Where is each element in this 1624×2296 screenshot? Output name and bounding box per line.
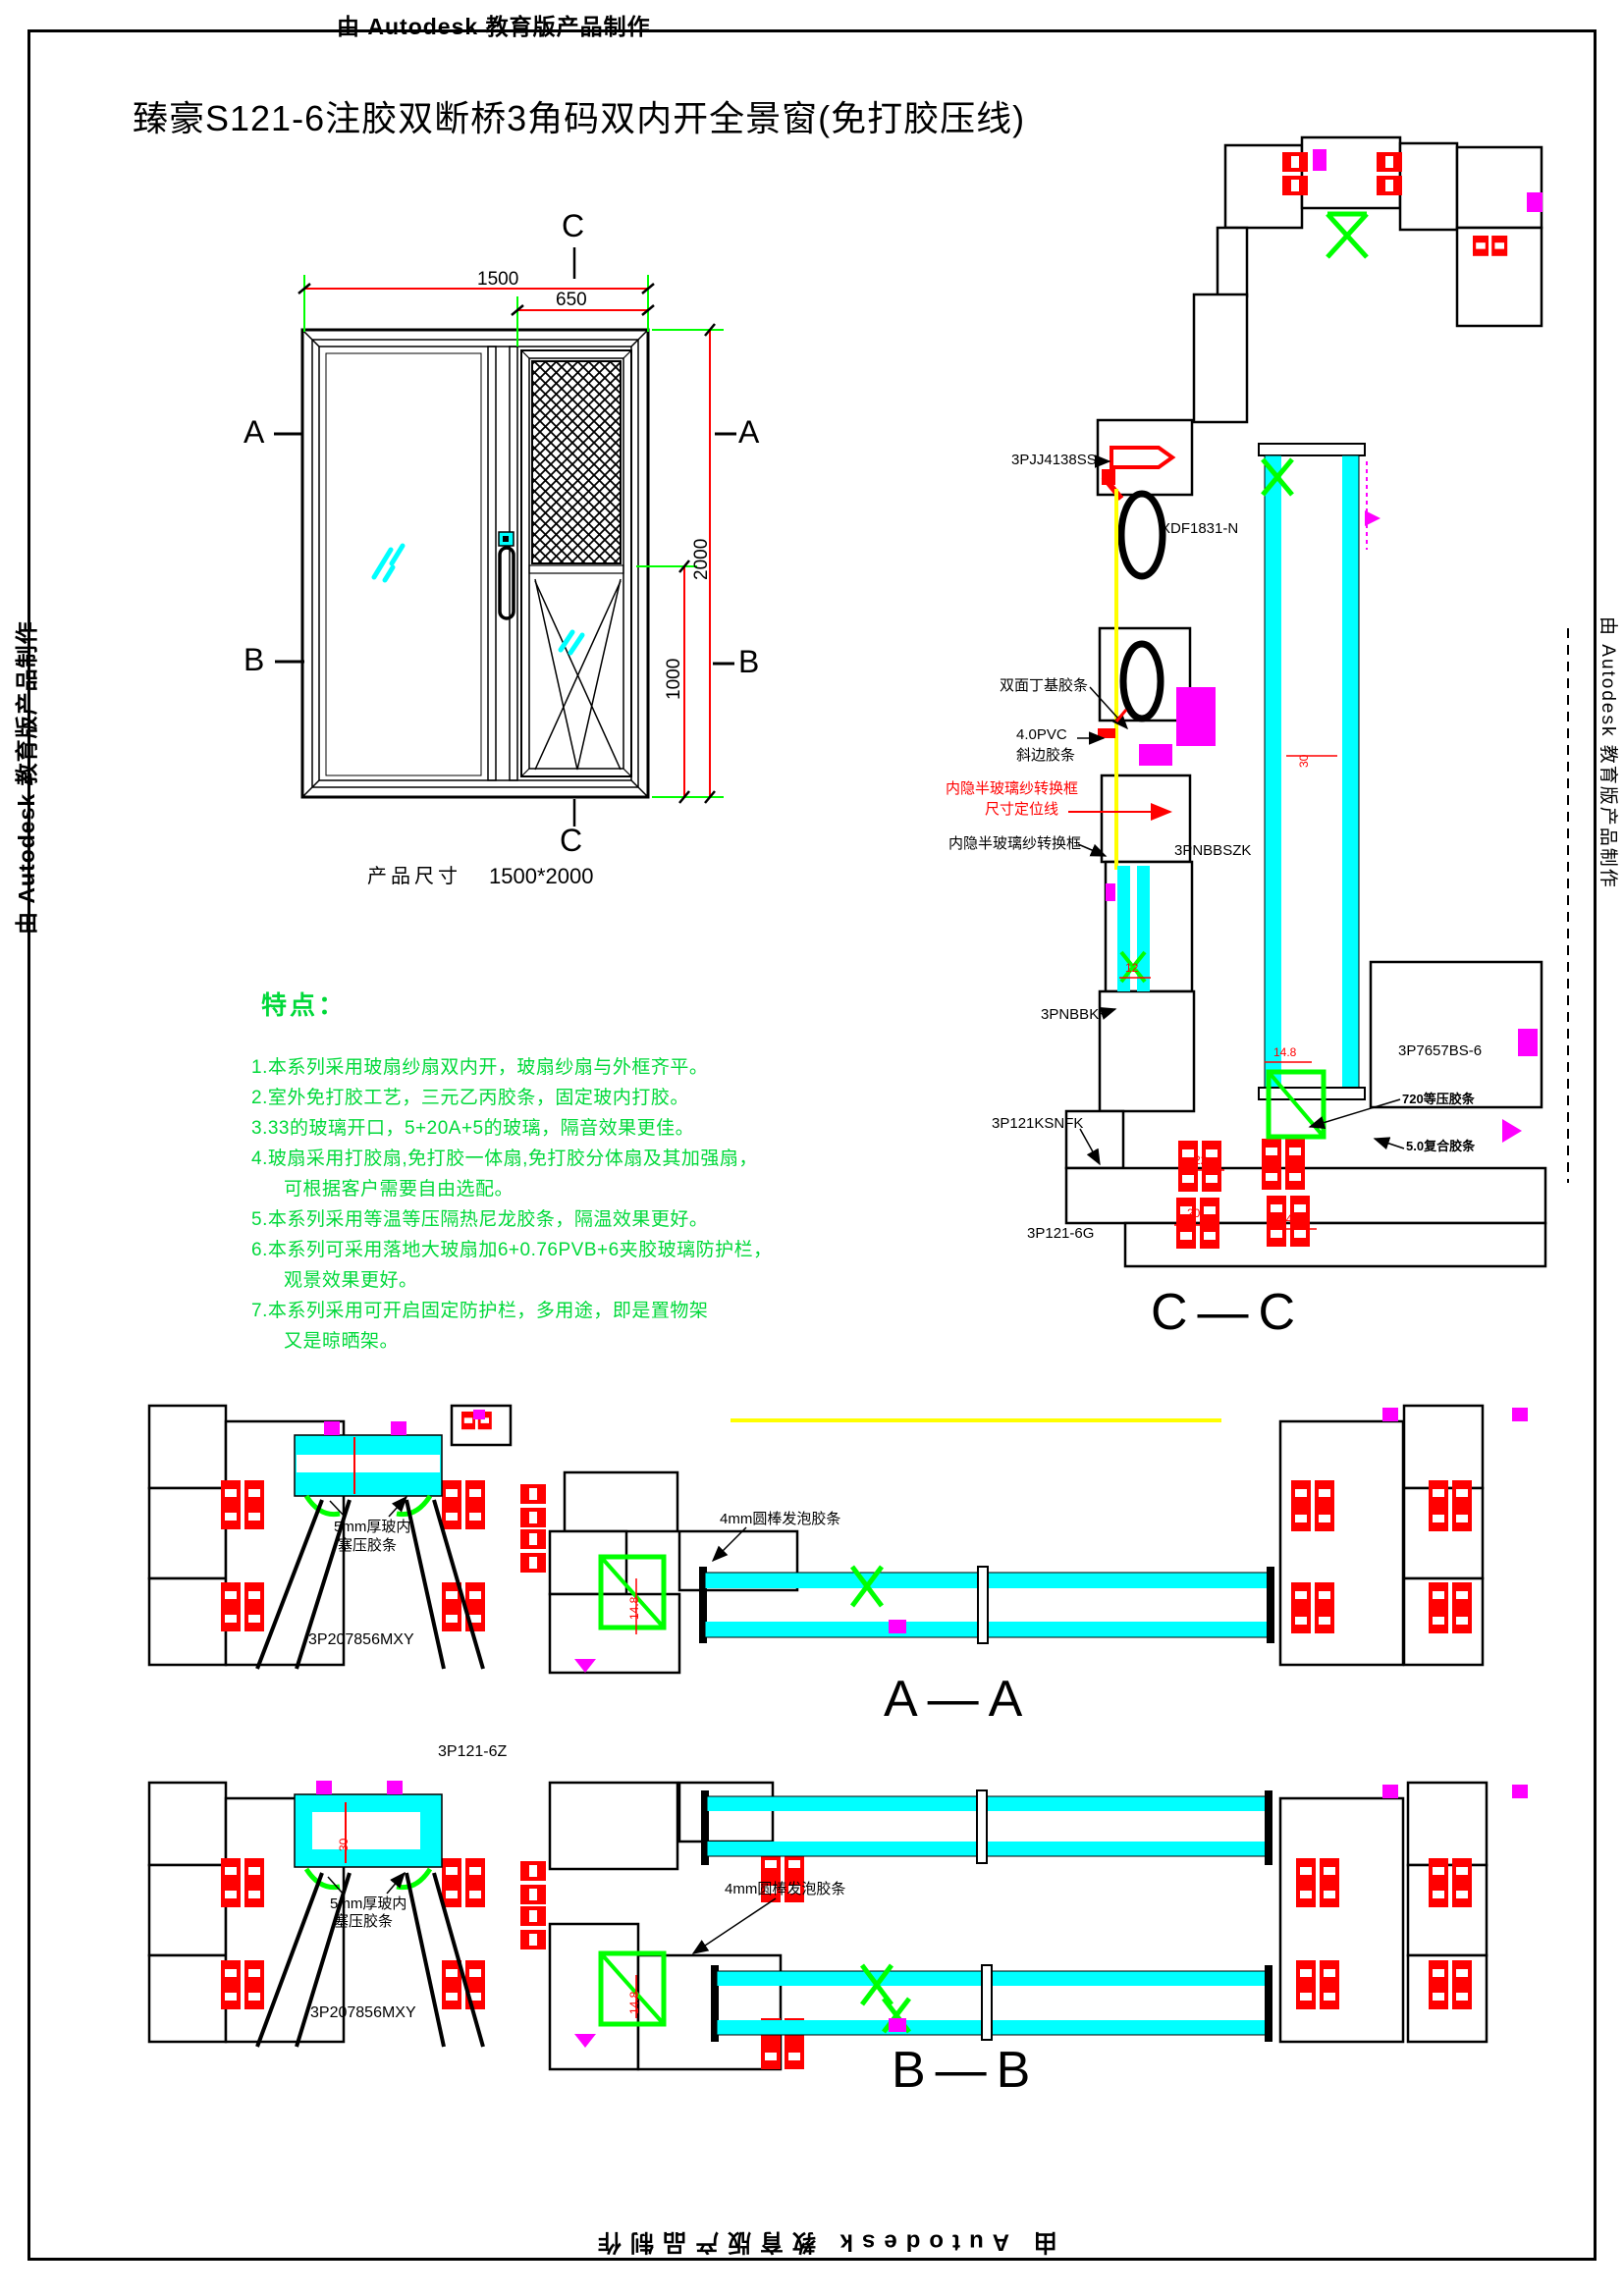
section-marker-a-right: A: [738, 414, 760, 450]
feature-line: 又是晾晒架。: [284, 1331, 400, 1352]
label-aa-glazing-line2: 塞压胶条: [338, 1537, 398, 1554]
feature-line: 5.本系列采用等温等压隔热尼龙胶条，隔温效果更好。: [251, 1209, 709, 1230]
watermark-right: 由 Autodesk 教育版产品制作: [1597, 616, 1618, 889]
dim-cc-12: 12: [1125, 961, 1139, 975]
dim-aa-148: 14.8: [627, 1596, 641, 1620]
label-50-strip: 5.0复合胶条: [1406, 1139, 1476, 1153]
window-handle: [498, 531, 515, 620]
section-marker-a-left: A: [244, 414, 265, 450]
dim-cc-148b: 14.8: [1279, 1212, 1303, 1226]
label-pvc-line1: 4.0PVC: [1016, 726, 1067, 743]
product-size-value: 1500*2000: [489, 864, 594, 888]
feature-line: 4.玻扇采用打胶扇,免打胶一体扇,免打胶分体扇及其加强扇，: [251, 1148, 758, 1169]
watermark-top: 由 Autodesk 教育版产品制作: [337, 14, 651, 39]
features-heading: 特点：: [261, 990, 348, 1020]
igu-glass-vertical: [1258, 443, 1380, 1100]
part-label-3pnbbszk: 3PNBBSZK: [1174, 842, 1252, 859]
feature-line: 1.本系列采用玻扇纱扇双内开，玻扇纱扇与外框齐平。: [251, 1057, 709, 1078]
label-pvc-line2: 斜边胶条: [1016, 747, 1076, 764]
part-label-3p7657bs6: 3P7657BS-6: [1398, 1042, 1483, 1059]
dim-sash-width: 650: [556, 290, 587, 310]
features-list: 1.本系列采用玻扇纱扇双内开，玻扇纱扇与外框齐平。 2.室外免打胶工艺，三元乙丙…: [251, 1052, 773, 1357]
section-aa-title: A—A: [884, 1671, 1033, 1728]
screen-mesh-panel: [531, 360, 622, 564]
product-size-label: 产品尺寸: [367, 866, 461, 887]
label-bb-foam-rod: 4mm圆棒发泡胶条: [725, 1881, 846, 1897]
label-aa-glazing-line1: 5mm厚玻内: [334, 1519, 411, 1535]
watermark-left: 由 Autodesk 教育版产品制作: [14, 620, 39, 934]
dim-total-height: 2000: [691, 538, 712, 580]
feature-line: 6.本系列可采用落地大玻扇加6+0.76PVB+6夹胶玻璃防护栏，: [251, 1240, 773, 1260]
dim-sash-height: 1000: [664, 658, 684, 700]
section-marker-c-top: C: [562, 208, 585, 243]
part-label-3p121-6z: 3P121-6Z: [438, 1743, 508, 1760]
part-label-3pjj4138ss: 3PJJ4138SS: [1011, 452, 1097, 468]
section-cc-title: C—C: [1151, 1284, 1306, 1341]
label-hidden-frame-red-line2: 尺寸定位线: [985, 801, 1059, 818]
dim-bb-148: 14.8: [627, 1991, 641, 2014]
sheet-border: [27, 29, 1597, 2261]
section-aa-drawing: [147, 1404, 1528, 1675]
label-bb-glazing-line2: 塞压胶条: [334, 1913, 394, 1930]
section-marker-c-bottom: C: [560, 823, 583, 858]
dimension-lines: [274, 247, 736, 827]
label-720-strip: 720等压胶条: [1402, 1092, 1475, 1106]
label-aa-foam-rod: 4mm圆棒发泡胶条: [720, 1511, 841, 1527]
feature-line: 3.33的玻璃开口，5+20A+5的玻璃，隔音效果更佳。: [251, 1118, 695, 1139]
elevation-drawing: [274, 247, 736, 827]
page-title: 臻豪S121-6注胶双断桥3角码双内开全景窗(免打胶压线): [133, 98, 1026, 138]
part-label-xdf1831n: XDF1831-N: [1161, 520, 1239, 537]
glass-symbol: [371, 543, 585, 656]
part-label-aa-3p207856mxy: 3P207856MXY: [308, 1631, 414, 1648]
section-cc-drawing: [1064, 135, 1569, 1268]
feature-line: 可根据客户需要自由选配。: [284, 1179, 514, 1200]
part-label-bb-3p207856mxy: 3P207856MXY: [310, 2004, 416, 2021]
part-label-3p121ksnfk: 3P121KSNFK: [992, 1115, 1084, 1132]
igu-glass-horizontal-top: [701, 1789, 1272, 1865]
part-label-3p121-6g: 3P121-6G: [1027, 1225, 1095, 1242]
igu-glass-horizontal: [699, 1565, 1274, 1644]
feature-line: 观景效果更好。: [284, 1270, 418, 1291]
dim-cc-148a: 14.8: [1273, 1045, 1297, 1059]
section-bb-drawing: [147, 1781, 1528, 2071]
section-marker-b-right: B: [738, 644, 760, 679]
dim-total-width: 1500: [477, 269, 519, 290]
label-hidden-frame-black: 内隐半玻璃纱转换框: [948, 835, 1082, 852]
part-label-3pnbbk: 3PNBBK: [1041, 1006, 1100, 1023]
label-bb-glazing-line1: 5mm厚玻内: [330, 1896, 407, 1912]
dim-cc-glass: 30: [1297, 754, 1311, 768]
dim-bb-glass: 30: [337, 1838, 351, 1851]
igu-glass-horizontal-bottom: [711, 1963, 1272, 2042]
dim-cc-20: 20: [1187, 1206, 1201, 1220]
dim-cc-22: 22: [1194, 1153, 1208, 1167]
section-bb-title: B—B: [892, 2042, 1041, 2099]
label-hidden-frame-red-line1: 内隐半玻璃纱转换框: [946, 780, 1079, 797]
watermark-bottom: 由 Autodesk 教育版产品制作: [589, 2228, 1057, 2256]
fixed-glass-block: [294, 1781, 443, 1891]
feature-line: 2.室外免打胶工艺，三元乙丙胶条，固定玻内打胶。: [251, 1088, 689, 1108]
section-marker-b-left: B: [244, 642, 265, 677]
feature-line: 7.本系列采用可开启固定防护栏，多用途，即是置物架: [251, 1301, 709, 1321]
label-butyl-strip: 双面丁基胶条: [1000, 677, 1089, 694]
